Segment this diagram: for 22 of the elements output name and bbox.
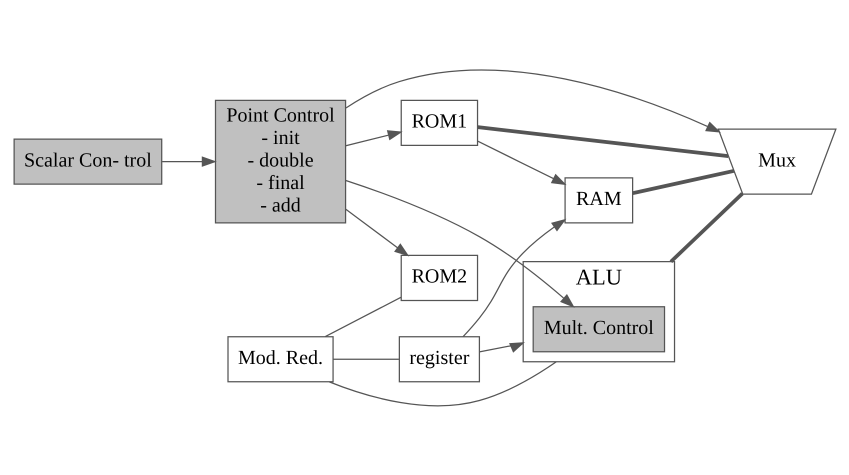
node-box: Scalar Con- trol [13, 138, 162, 184]
arrow [345, 68, 720, 132]
connector [669, 192, 744, 263]
node-box: Point Control - init - double - final - add [214, 99, 346, 224]
arrow [478, 342, 524, 352]
node-box: register [398, 336, 480, 382]
node-box: ROM1 [400, 99, 478, 146]
node-box: ROM2 [400, 254, 478, 301]
connector [332, 358, 398, 360]
arrow [477, 140, 566, 185]
connector [632, 168, 734, 195]
node-box: Mult. Control [532, 306, 665, 352]
connector [328, 360, 556, 406]
node-box: Mod. Red. [226, 336, 334, 382]
arrow [344, 208, 409, 256]
node-box: RAM [564, 176, 633, 224]
arrow [345, 179, 574, 308]
arrow [162, 156, 216, 166]
arrow [345, 130, 402, 146]
connector [324, 296, 401, 337]
arrow [462, 218, 566, 337]
connector [477, 124, 728, 158]
